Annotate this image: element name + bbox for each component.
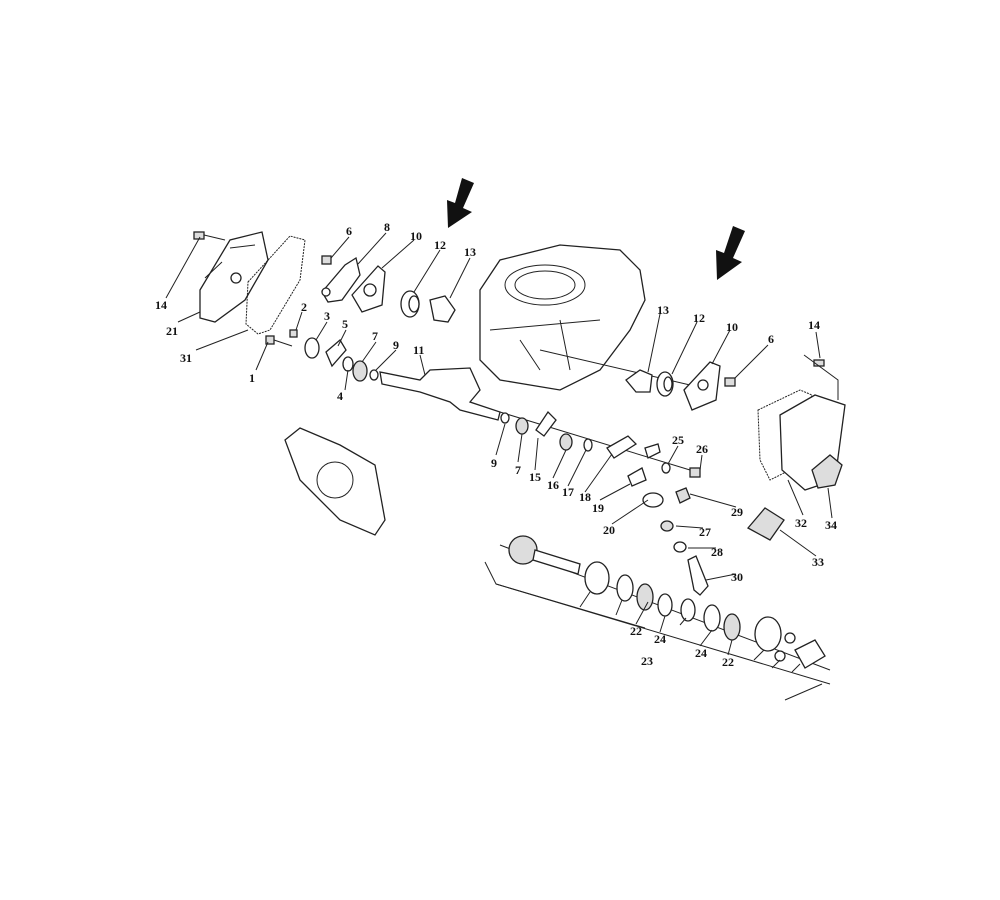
cover-34	[779, 394, 846, 491]
label-12: 12	[693, 311, 705, 325]
washer-4	[342, 356, 354, 372]
cover-21	[199, 231, 269, 323]
label-3: 3	[324, 309, 330, 323]
arrow-indicator-right	[716, 226, 745, 280]
label-6: 6	[768, 332, 774, 346]
seal-13-right	[625, 369, 653, 393]
label-32: 32	[795, 516, 807, 530]
label-13: 13	[464, 245, 476, 259]
flange-10-left	[351, 265, 386, 313]
label-23: 23	[641, 654, 653, 668]
label-34: 34	[825, 518, 837, 532]
bolt-1	[265, 335, 293, 347]
label-17: 17	[562, 485, 574, 499]
label-13: 13	[657, 303, 669, 317]
bearing-12-left	[400, 290, 420, 318]
flange-10-right	[683, 361, 721, 411]
bolt-2	[289, 329, 298, 338]
label-27: 27	[699, 525, 711, 539]
label-15: 15	[529, 470, 541, 484]
arrow-indicator-left	[447, 178, 474, 228]
label-19: 19	[592, 501, 604, 515]
label-1: 1	[249, 371, 255, 385]
label-7: 7	[372, 329, 378, 343]
callout-labels: 14 21 31 1 2 3 4 5 6 8 10 12 13 7 9 11 1…	[155, 220, 837, 669]
pad-33	[746, 507, 785, 541]
label-9: 9	[491, 456, 497, 470]
label-33: 33	[812, 555, 824, 569]
bolt-14-right	[803, 354, 839, 400]
label-2: 2	[301, 300, 307, 314]
label-26: 26	[696, 442, 708, 456]
seal-13-left	[429, 295, 456, 323]
label-11: 11	[413, 343, 424, 357]
label-10: 10	[410, 229, 422, 243]
crankcase-half	[284, 427, 386, 536]
leader-lines	[165, 232, 833, 673]
label-9: 9	[393, 338, 399, 352]
shaft-parts	[499, 410, 709, 596]
label-6: 6	[346, 224, 352, 238]
label-14: 14	[155, 298, 167, 312]
label-12: 12	[434, 238, 446, 252]
plate-5	[325, 339, 347, 368]
label-21: 21	[166, 324, 178, 338]
seal-7-left	[352, 360, 368, 382]
label-18: 18	[579, 490, 591, 504]
bearing-12-right	[656, 371, 674, 397]
oring-9-left	[369, 369, 379, 381]
label-22: 22	[722, 655, 734, 669]
kickstart-shaft-assembly	[484, 535, 831, 701]
label-5: 5	[342, 317, 348, 331]
label-25: 25	[672, 433, 684, 447]
label-7: 7	[515, 463, 521, 477]
gasket-32	[757, 389, 813, 481]
label-31: 31	[180, 351, 192, 365]
screw-6-left	[321, 255, 332, 265]
bracket-8	[321, 256, 361, 303]
label-4: 4	[337, 389, 343, 403]
crankshaft-11	[379, 367, 501, 421]
plate-3	[304, 337, 320, 359]
label-29: 29	[731, 505, 743, 519]
label-28: 28	[711, 545, 723, 559]
label-14: 14	[808, 318, 820, 332]
label-24: 24	[695, 646, 707, 660]
cylinder-block	[479, 244, 691, 391]
label-8: 8	[384, 220, 390, 234]
label-30: 30	[731, 570, 743, 584]
label-24: 24	[654, 632, 666, 646]
screw-6-right	[724, 377, 736, 387]
label-10: 10	[726, 320, 738, 334]
gasket-31	[245, 235, 306, 335]
label-22: 22	[630, 624, 642, 638]
label-20: 20	[603, 523, 615, 537]
label-16: 16	[547, 478, 559, 492]
